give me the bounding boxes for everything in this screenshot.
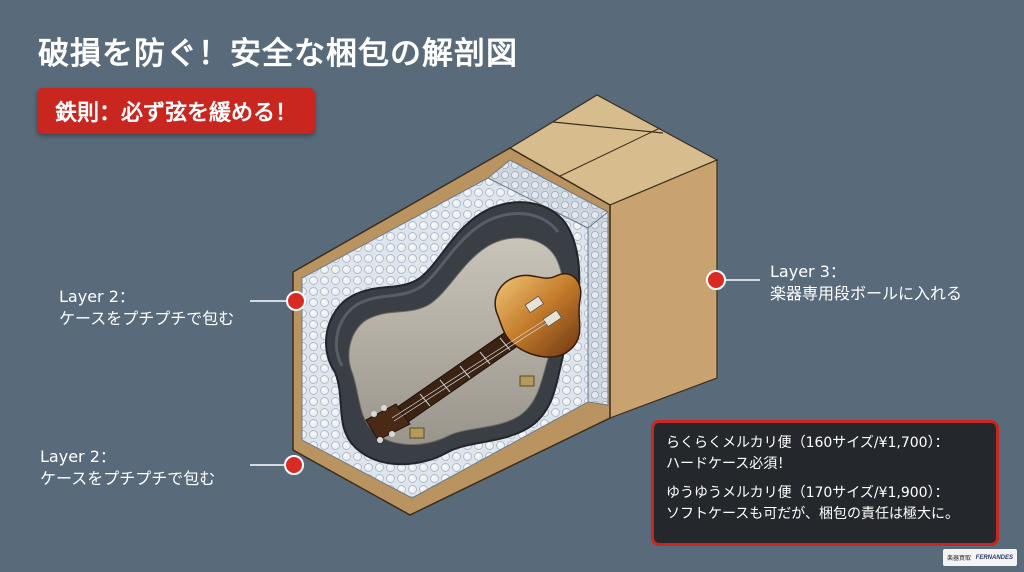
callout-layer2-lower: Layer 2： ケースをプチプチで包む xyxy=(40,446,215,490)
rule-badge: 鉄則：必ず弦を緩める！ xyxy=(37,88,316,134)
shipping-option-title: ゆうゆうメルカリ便（170サイズ/¥1,900）： xyxy=(666,485,949,501)
shipping-option-title: らくらくメルカリ便（160サイズ/¥1,700）： xyxy=(666,435,949,451)
marker-dot-icon xyxy=(286,291,306,311)
brand-logo: 楽器買取 FERNANDES xyxy=(943,549,1017,566)
logo-brand: FERNANDES xyxy=(975,554,1013,561)
callout-heading: Layer 2： xyxy=(40,447,116,466)
marker-dot-icon xyxy=(284,455,304,475)
shipping-option-note: ソフトケースも可だが、梱包の責任は極大に。 xyxy=(666,506,960,522)
callout-text: 楽器専用段ボールに入れる xyxy=(770,284,963,303)
callout-text: ケースをプチプチで包む xyxy=(40,469,216,488)
shipping-option-rakuraku: らくらくメルカリ便（160サイズ/¥1,700）： ハードケース必須！ xyxy=(666,433,984,475)
marker-dot-icon xyxy=(706,270,726,290)
logo-left-text: 楽器買取 xyxy=(947,556,972,562)
shipping-info-box: らくらくメルカリ便（160サイズ/¥1,700）： ハードケース必須！ ゆうゆう… xyxy=(651,420,999,546)
bubble-wrap-side xyxy=(587,210,609,406)
callout-heading: Layer 3： xyxy=(770,262,846,281)
callout-text: ケースをプチプチで包む xyxy=(59,309,235,328)
callout-layer2-upper: Layer 2： ケースをプチプチで包む xyxy=(59,286,234,330)
page-title: 破損を防ぐ！安全な梱包の解剖図 xyxy=(38,36,518,72)
guitar-illustration xyxy=(365,273,582,443)
shipping-option-note: ハードケース必須！ xyxy=(666,456,792,472)
callout-heading: Layer 2： xyxy=(59,287,135,306)
box-side-face xyxy=(609,159,718,419)
shipping-option-yuuyuu: ゆうゆうメルカリ便（170サイズ/¥1,900）： ソフトケースも可だが、梱包の… xyxy=(666,483,984,525)
callout-layer3: Layer 3： 楽器専用段ボールに入れる xyxy=(770,261,962,305)
